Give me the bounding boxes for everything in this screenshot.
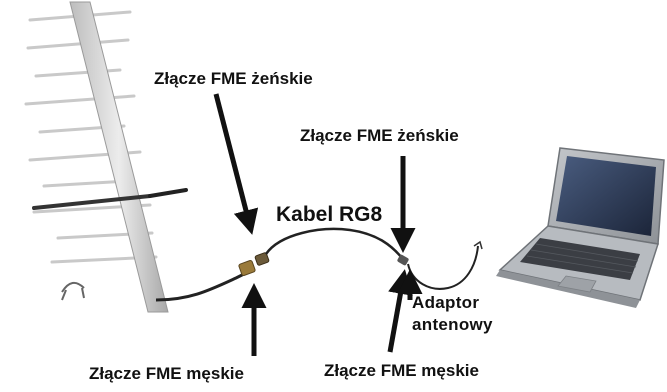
mounting-clamp [61,281,85,301]
label-male-connector-left: Złącze FME męskie [89,364,244,383]
yagi-antenna [24,1,188,313]
antenna-pigtail-cable [155,268,253,302]
arrow-male-right [387,269,413,353]
antenna-adapter-cable [407,245,479,290]
laptop-screen [556,156,656,236]
right-fme-connector [397,254,409,266]
label-adapter: Adaptor antenowy [412,292,493,336]
laptop [496,147,665,308]
label-adapter-line2: antenowy [412,315,493,334]
arrow-female-left [213,93,259,235]
antenna-driven-element [32,194,152,210]
antenna-boom [69,1,169,313]
label-adapter-line1: Adaptor [412,293,480,312]
annotation-arrows [213,93,423,356]
label-cable: Kabel RG8 [276,203,383,226]
label-male-connector-right: Złącze FME męskie [324,361,479,380]
label-female-connector-right: Złącze FME żeńskie [300,126,459,145]
left-fme-connector [238,252,270,276]
rg8-cable [264,227,403,259]
label-female-connector-left: Złącze FME żeńskie [154,69,313,88]
